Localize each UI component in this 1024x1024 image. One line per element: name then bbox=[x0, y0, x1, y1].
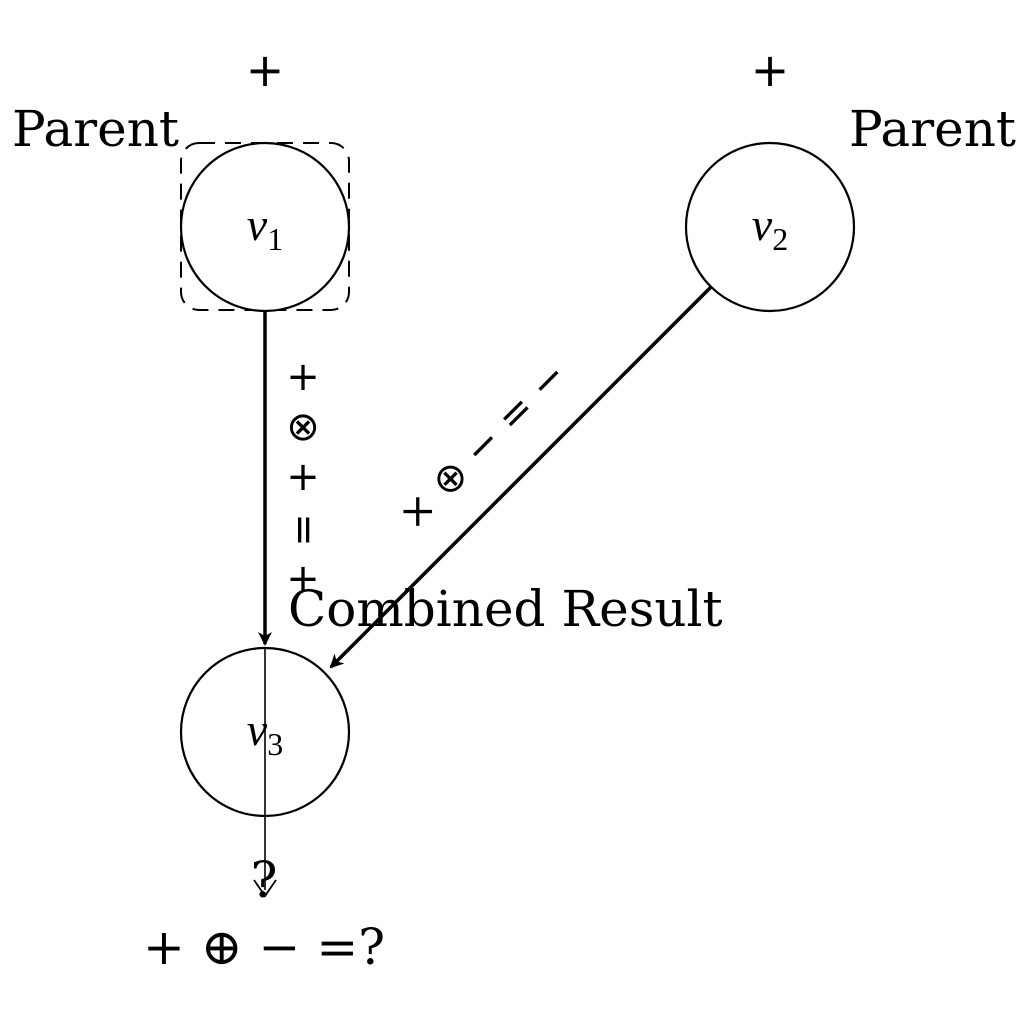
edge-v1-symbol: = bbox=[281, 513, 327, 547]
output-question-mark: ? bbox=[251, 851, 278, 909]
edge-v1-symbol: + bbox=[286, 556, 320, 602]
output-arrow-tip bbox=[253, 879, 277, 898]
edge-v1-symbol: + bbox=[286, 454, 320, 500]
node-v1-label: v1 bbox=[247, 199, 283, 257]
node-v1[interactable]: v1 bbox=[179, 141, 351, 313]
v1-sign: + bbox=[246, 43, 285, 97]
v2-parent-label: Parent bbox=[849, 100, 1016, 158]
v2-sign: + bbox=[751, 43, 790, 97]
output-expression: + ⊕ − =? bbox=[143, 918, 385, 976]
node-v2[interactable]: v2 bbox=[684, 141, 856, 313]
edge-v1-to-v3-label: + ⊗ + = + bbox=[281, 354, 327, 602]
v1-parent-label: Parent bbox=[12, 100, 179, 158]
edge-v1-symbol: ⊗ bbox=[286, 404, 320, 450]
node-v3-label: v3 bbox=[247, 704, 283, 762]
edge-v2-to-v3-label: × ⊕ − = − bbox=[389, 352, 576, 539]
combined-result-label: Combined Result bbox=[288, 580, 723, 638]
node-v2-label: v2 bbox=[752, 199, 788, 257]
edge-v2-to-v3 bbox=[329, 285, 713, 669]
edge-v1-symbol: + bbox=[286, 354, 320, 400]
